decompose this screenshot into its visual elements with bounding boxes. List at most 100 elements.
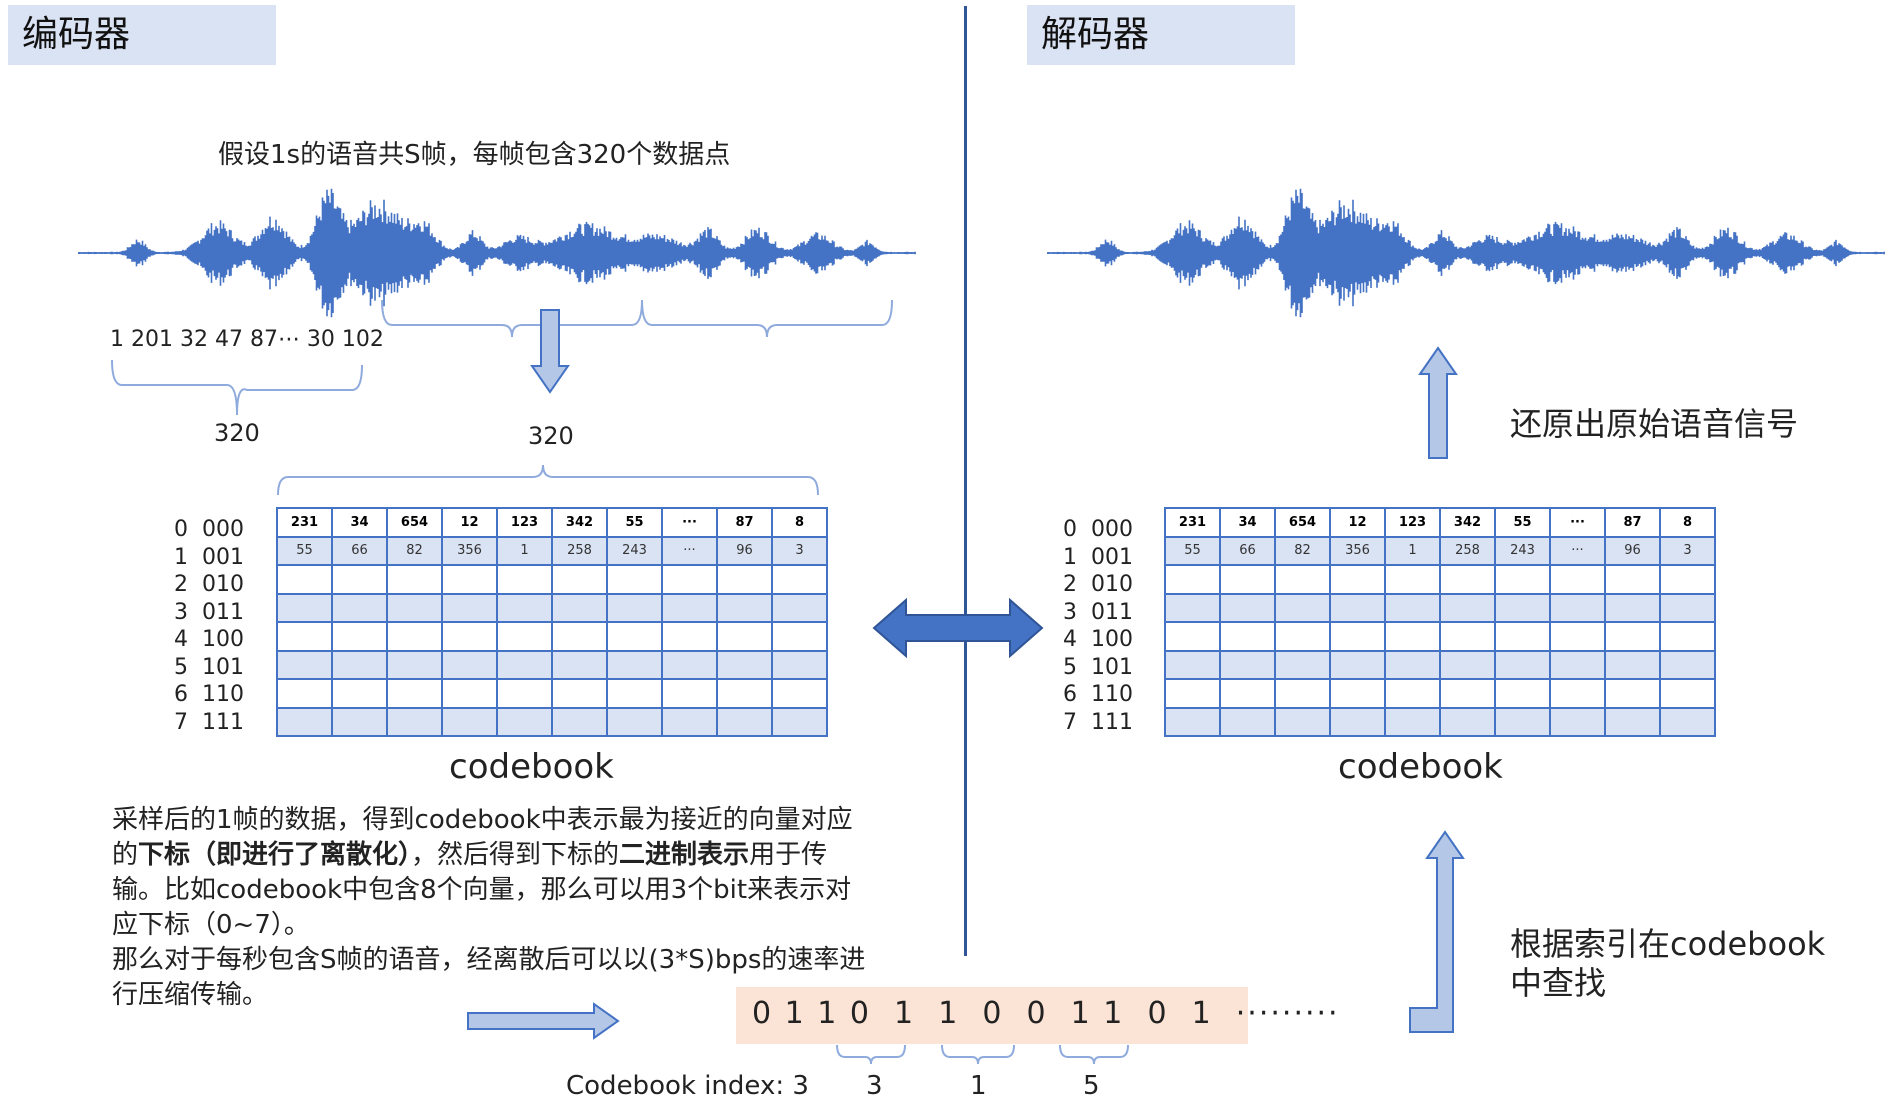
codebook-cell bbox=[551, 621, 608, 652]
codebook-index-1: 3 bbox=[866, 1071, 883, 1101]
codebook-cell bbox=[606, 678, 663, 709]
codebook-cell bbox=[606, 621, 663, 652]
codebook-cell bbox=[1329, 678, 1386, 709]
codebook-cell: 66 bbox=[331, 535, 388, 566]
codebook-cell bbox=[1659, 621, 1716, 652]
codebook-cell bbox=[276, 621, 333, 652]
codebook-cell bbox=[1384, 592, 1441, 623]
codebook-cell: 55 bbox=[1494, 507, 1551, 538]
codebook-cell: 231 bbox=[276, 507, 333, 538]
codebook-cell: 356 bbox=[441, 535, 498, 566]
codebook-cell bbox=[716, 649, 773, 680]
codebook-cell bbox=[606, 564, 663, 595]
codebook-cell bbox=[1384, 706, 1441, 737]
codebook-cell bbox=[386, 678, 443, 709]
right-arrow bbox=[467, 1002, 620, 1040]
codebook-cell bbox=[1329, 564, 1386, 595]
codebook-index-label: Codebook index: 3 bbox=[566, 1071, 809, 1101]
encoder-paragraph: 采样后的1帧的数据，得到codebook中表示最为接近的向量对应的下标（即进行了… bbox=[112, 803, 872, 1013]
decoder-header: 解码器 bbox=[1027, 5, 1295, 65]
codebook-cell bbox=[551, 592, 608, 623]
codebook-cell bbox=[1549, 678, 1606, 709]
brace-frame-2 bbox=[381, 299, 643, 338]
codebook-cell: 96 bbox=[1604, 535, 1661, 566]
para-bold-1: 下标（即进行了离散化） bbox=[138, 840, 412, 870]
brace-row bbox=[277, 464, 819, 496]
codebook-cell bbox=[1659, 564, 1716, 595]
codebook-cell: 55 bbox=[1164, 535, 1221, 566]
codebook-cell bbox=[606, 649, 663, 680]
codebook-cell bbox=[1219, 621, 1276, 652]
codebook-cell bbox=[1219, 678, 1276, 709]
codebook-cell bbox=[606, 592, 663, 623]
codebook-cell bbox=[1219, 706, 1276, 737]
brace-samples bbox=[111, 359, 363, 416]
codebook-cell bbox=[1494, 678, 1551, 709]
up-arrow bbox=[1418, 346, 1458, 459]
encoder-waveform bbox=[78, 188, 916, 318]
codebook-cell bbox=[1494, 592, 1551, 623]
codebook-cell bbox=[331, 649, 388, 680]
codebook-cell bbox=[1604, 564, 1661, 595]
lookup-label-line1: 根据索引在codebook bbox=[1510, 925, 1826, 963]
codebook-row bbox=[1164, 621, 1716, 652]
brace-label-top: 320 bbox=[528, 422, 574, 450]
codebook-cell bbox=[276, 678, 333, 709]
codebook-cell bbox=[1659, 678, 1716, 709]
codebook-cell: 258 bbox=[551, 535, 608, 566]
codebook-cell bbox=[276, 706, 333, 737]
restore-label: 还原出原始语音信号 bbox=[1510, 405, 1799, 443]
codebook-row bbox=[1164, 706, 1716, 737]
codebook-cell bbox=[716, 678, 773, 709]
codebook-cell bbox=[1219, 649, 1276, 680]
codebook-row bbox=[1164, 592, 1716, 623]
codebook-cell bbox=[551, 564, 608, 595]
codebook-row bbox=[276, 706, 828, 737]
codebook-cell: 1 bbox=[496, 535, 553, 566]
codebook-cell bbox=[496, 592, 553, 623]
codebook-cell bbox=[716, 706, 773, 737]
codebook-cell bbox=[1439, 678, 1496, 709]
codebook-cell: ··· bbox=[1549, 535, 1606, 566]
codebook-cell bbox=[441, 564, 498, 595]
encoder-header-text: 编码器 bbox=[22, 14, 131, 55]
codebook-cell bbox=[441, 649, 498, 680]
codebook-cell bbox=[1549, 706, 1606, 737]
codebook-cell: 34 bbox=[1219, 507, 1276, 538]
codebook-cell bbox=[1274, 649, 1331, 680]
codebook-cell bbox=[1164, 678, 1221, 709]
codebook-cell bbox=[1384, 564, 1441, 595]
codebook-cell bbox=[1274, 706, 1331, 737]
waveform-path bbox=[1047, 188, 1885, 318]
codebook-cell bbox=[331, 564, 388, 595]
codebook-row bbox=[276, 649, 828, 680]
decoder-header-text: 解码器 bbox=[1041, 14, 1150, 55]
codebook-cell bbox=[1549, 621, 1606, 652]
codebook-cell: 123 bbox=[1384, 507, 1441, 538]
codebook-cell: 1 bbox=[1384, 535, 1441, 566]
codebook-cell: 3 bbox=[1659, 535, 1716, 566]
codebook-cell bbox=[661, 706, 718, 737]
codebook-row bbox=[276, 621, 828, 652]
codebook-cell bbox=[1604, 621, 1661, 652]
para-part-4: 那么对于每秒包含S帧的语音，经离散后可以以(3*S)bps的速率进行压缩传输。 bbox=[112, 945, 866, 1010]
codebook-cell bbox=[1549, 564, 1606, 595]
codebook-cell bbox=[771, 649, 828, 680]
codebook-cell bbox=[551, 706, 608, 737]
codebook-row bbox=[276, 564, 828, 595]
encoder-header: 编码器 bbox=[8, 5, 276, 65]
codebook-cell bbox=[1604, 706, 1661, 737]
codebook-cell bbox=[1439, 649, 1496, 680]
codebook-cell bbox=[331, 706, 388, 737]
codebook-cell: 87 bbox=[716, 507, 773, 538]
codebook-cell bbox=[661, 592, 718, 623]
codebook-cell bbox=[1494, 621, 1551, 652]
